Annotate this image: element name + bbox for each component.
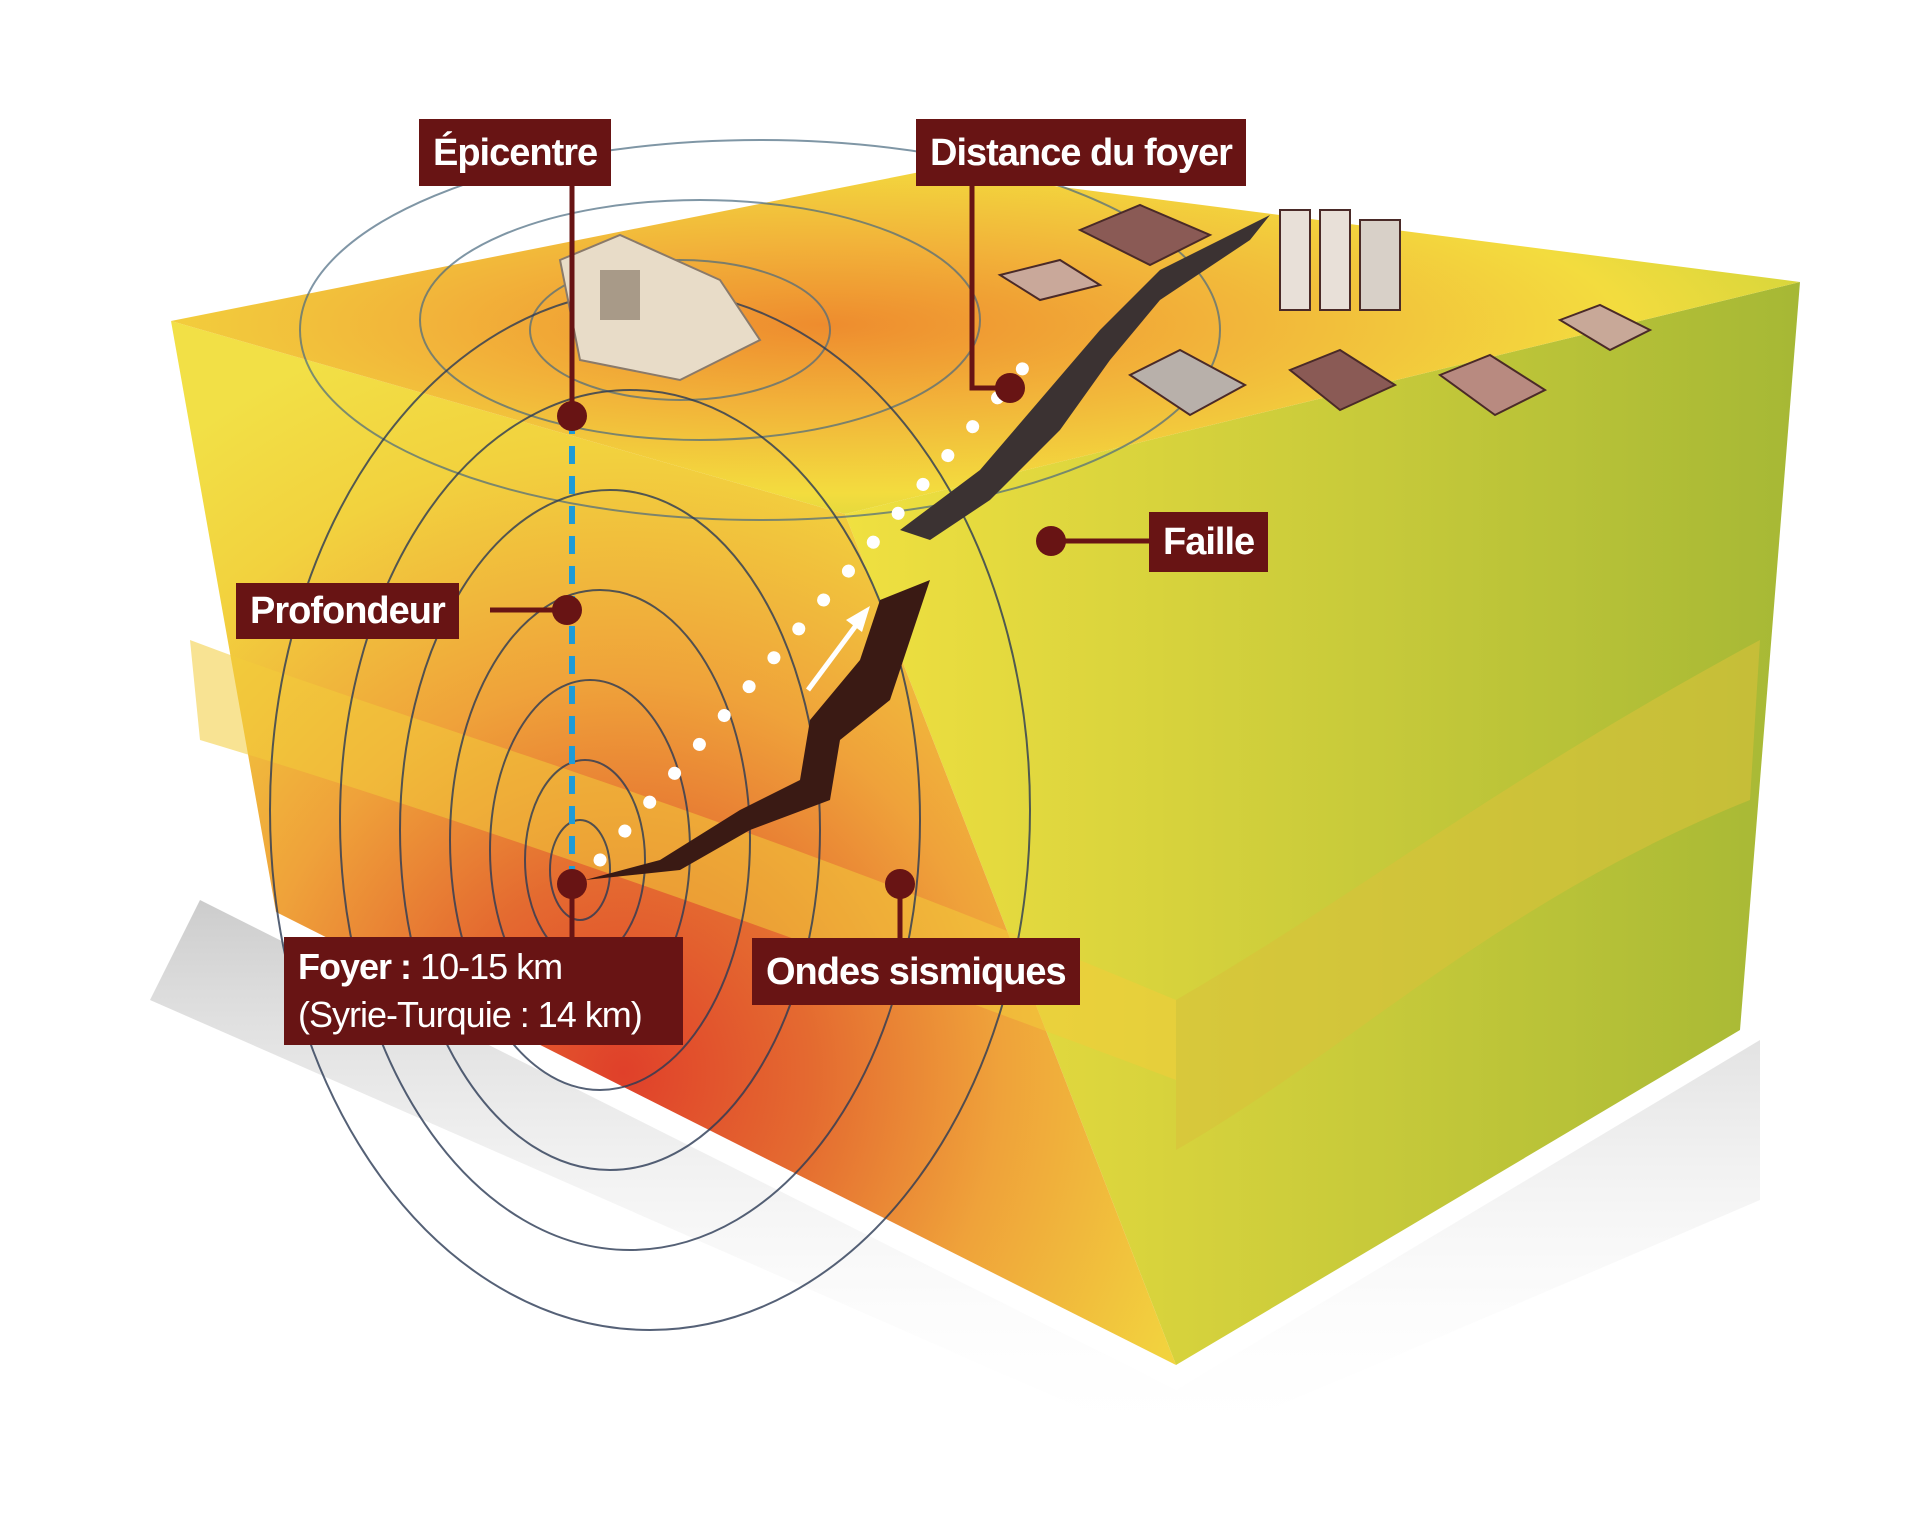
fault-motion-arrow: [805, 618, 863, 692]
label-profondeur: Profondeur: [236, 583, 459, 639]
foyer-title: Foyer :: [298, 946, 412, 987]
distance-dotted-line: [593, 353, 1037, 867]
foyer-value: 10-15 km: [420, 946, 563, 987]
marker-dots: [552, 373, 1066, 899]
foyer-line: Foyer : 10-15 km: [298, 943, 563, 991]
label-ondes-sismiques: Ondes sismiques: [752, 938, 1080, 1005]
fault-surface-crack: [900, 215, 1270, 540]
ruined-building-icon: [558, 233, 762, 382]
block-shadow: [150, 900, 1760, 1450]
label-distance-du-foyer: Distance du foyer: [916, 119, 1246, 186]
label-epicentre: Épicentre: [419, 119, 612, 186]
block-right-face: [845, 282, 1800, 1365]
foyer-note: (Syrie-Turquie : 14 km): [298, 994, 643, 1035]
label-foyer: Foyer : 10-15 km (Syrie-Turquie : 14 km): [284, 937, 683, 1045]
label-faille: Faille: [1149, 512, 1269, 572]
arrow-head-icon: [846, 606, 870, 632]
fault-crack: [585, 580, 930, 880]
right-face-layer: [1176, 640, 1760, 1150]
buildings-icon: [997, 203, 1653, 417]
top-contours: [299, 139, 1221, 521]
